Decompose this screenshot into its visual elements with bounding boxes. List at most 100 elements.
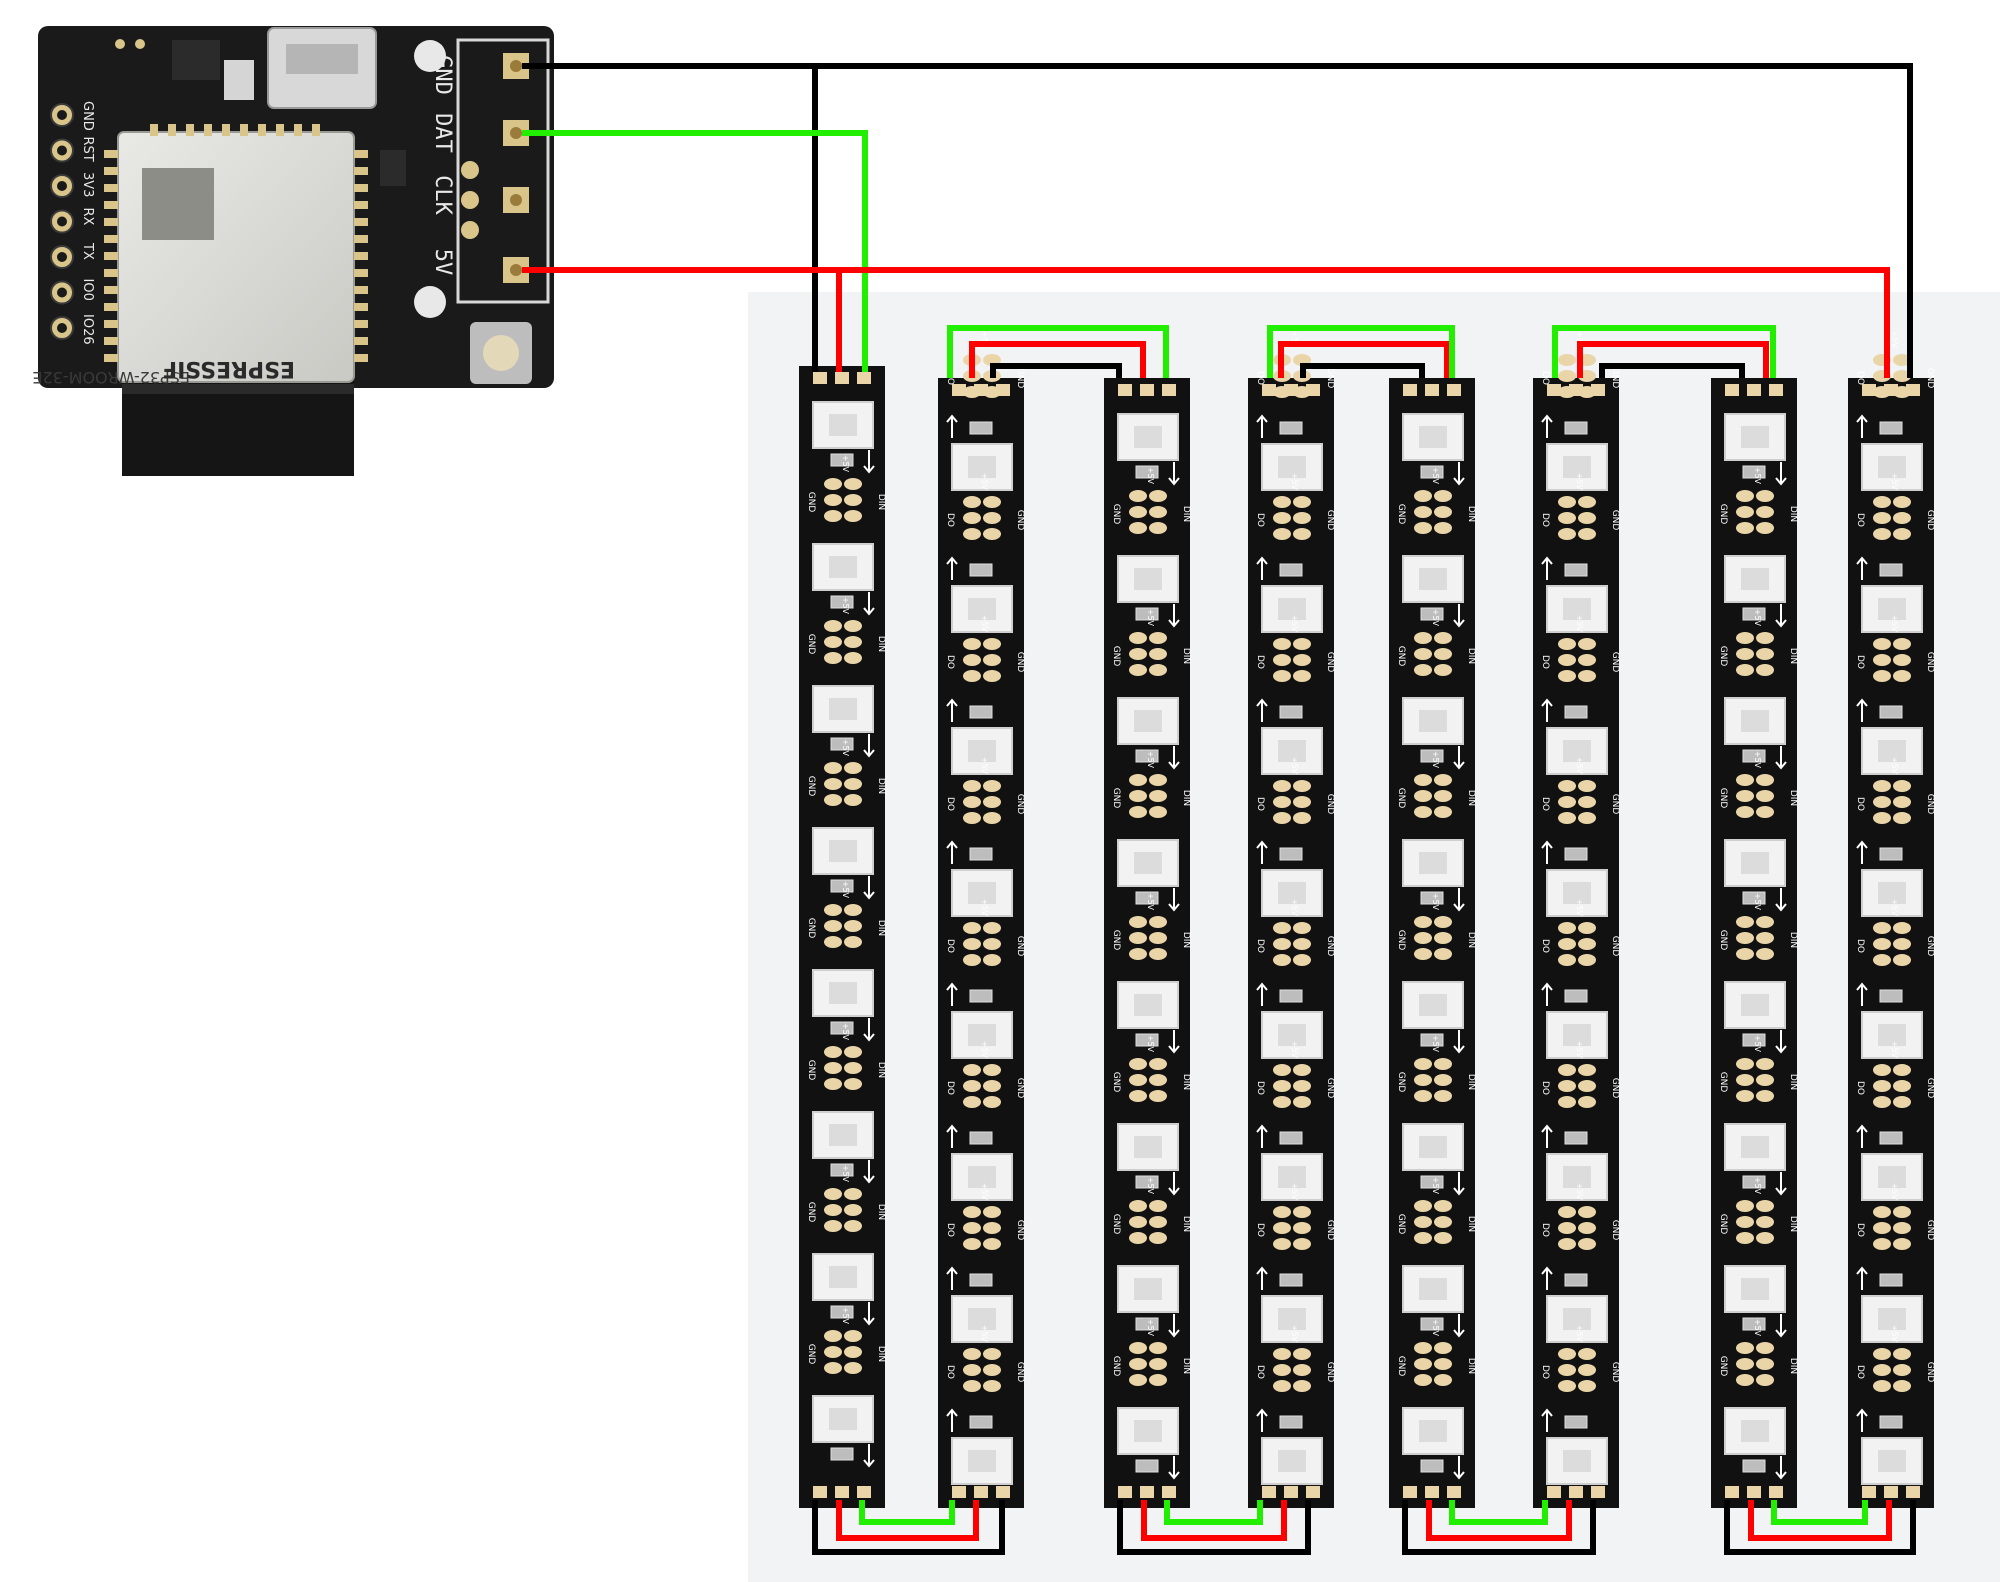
connector-pad-hole (510, 127, 522, 139)
led-die (1419, 710, 1447, 732)
connector-label-clk: CLK (430, 175, 455, 215)
solder-pad (844, 1078, 862, 1090)
solder-pad (1873, 512, 1891, 524)
pad-label: +5V (1575, 899, 1584, 917)
solder-pad (1578, 938, 1596, 950)
pad-label: +5V (1753, 751, 1762, 769)
end-pad (1425, 1486, 1439, 1498)
solder-pad (983, 496, 1001, 508)
esp32-controller-board: ESP32-WROOM-32E ESPRESSIF GNDRST3V3RXTXI… (32, 26, 554, 476)
led-die (829, 1124, 857, 1146)
pad-label: GND (1111, 1072, 1121, 1093)
resistor (1279, 421, 1303, 435)
resistor (969, 563, 993, 577)
solder-pad (844, 1062, 862, 1074)
solder-pad (1736, 1200, 1754, 1212)
solder-pad (844, 1346, 862, 1358)
led-die (1278, 1450, 1306, 1472)
solder-pad (1414, 632, 1432, 644)
pad-label: DO (1855, 1081, 1865, 1095)
solder-pad (1736, 790, 1754, 802)
solder-pad (983, 954, 1001, 966)
solder-pad (1756, 632, 1774, 644)
module-pad (104, 354, 118, 362)
solder-pad (1149, 664, 1167, 676)
solder-pad (824, 494, 842, 506)
pad-label: DIN (1788, 506, 1798, 522)
header-pin-hole (57, 252, 67, 262)
end-pad (1547, 384, 1561, 396)
data-arrow-head (1856, 414, 1868, 423)
solder-pad (983, 1364, 1001, 1376)
solder-pad (1558, 370, 1576, 382)
pad-label: +5V (1146, 1177, 1155, 1195)
solder-pad (1873, 812, 1891, 824)
led (1261, 585, 1323, 633)
solder-pad (983, 1206, 1001, 1218)
led-die (1419, 1136, 1447, 1158)
solder-pad (1893, 780, 1911, 792)
end-pad (1262, 1486, 1276, 1498)
solder-pad (1756, 1074, 1774, 1086)
pad-label: GND (806, 492, 816, 513)
solder-pad (1414, 1216, 1432, 1228)
solder-pad (1273, 780, 1291, 792)
pad-label: +5V (1753, 1035, 1762, 1053)
led-die (1134, 1420, 1162, 1442)
solder-pad (963, 938, 981, 950)
led-die (1563, 598, 1591, 620)
solder-pad (1756, 790, 1774, 802)
solder-pad (983, 780, 1001, 792)
solder-pad (1873, 938, 1891, 950)
solder-pad (1434, 1358, 1452, 1370)
solder-pad (1149, 1374, 1167, 1386)
pad-label: DIN (1466, 506, 1476, 522)
pad-label: DIN (1466, 1216, 1476, 1232)
resistor (1135, 1175, 1159, 1189)
solder-pad (1893, 1206, 1911, 1218)
pad-label: +5V (841, 1023, 850, 1041)
solder-pad (1756, 1058, 1774, 1070)
bottom-jumper-gnd-3-4 (1117, 1500, 1311, 1555)
top-jumper-data-6-7 (1552, 325, 1776, 378)
resistor (1564, 1273, 1588, 1287)
module-pad (240, 124, 248, 136)
end-pad (835, 1486, 849, 1498)
pad-label: +5V (841, 455, 850, 473)
module-pad (354, 354, 368, 362)
data-arrow-head (1168, 1471, 1180, 1480)
resistor (1879, 1415, 1903, 1429)
solder-pad (824, 478, 842, 490)
solder-pad (983, 512, 1001, 524)
pad-label: DIN (1181, 1216, 1191, 1232)
led-die (968, 882, 996, 904)
wiring (522, 63, 1916, 1555)
pad-label: GND (806, 634, 816, 655)
solder-pad (1434, 1200, 1452, 1212)
resistor (1564, 421, 1588, 435)
solder-pad (963, 1380, 981, 1392)
resistor (1279, 563, 1303, 577)
module-pad (104, 218, 118, 226)
solder-pad (1434, 1216, 1452, 1228)
pad-label: DIN (1181, 648, 1191, 664)
pad-label: DO (1540, 1081, 1550, 1095)
solder-pad (983, 1222, 1001, 1234)
led-die (1419, 852, 1447, 874)
module-pad (354, 201, 368, 209)
pad-label: +5V (841, 1307, 850, 1325)
data-arrow-head (1775, 619, 1787, 628)
solder-pad (844, 652, 862, 664)
solder-pad (1434, 790, 1452, 802)
header-pin-label: 3V3 (80, 172, 95, 197)
solder-pad (983, 1348, 1001, 1360)
pad-label: DO (1855, 797, 1865, 811)
pad-label: GND (1925, 1220, 1935, 1241)
solder-pad (824, 1188, 842, 1200)
header-pin-hole (57, 145, 67, 156)
pad-label: +5V (1290, 757, 1299, 775)
solder-pad (1558, 1096, 1576, 1108)
pad-label: GND (1325, 368, 1335, 389)
led-die (1134, 994, 1162, 1016)
end-pad (974, 384, 988, 396)
